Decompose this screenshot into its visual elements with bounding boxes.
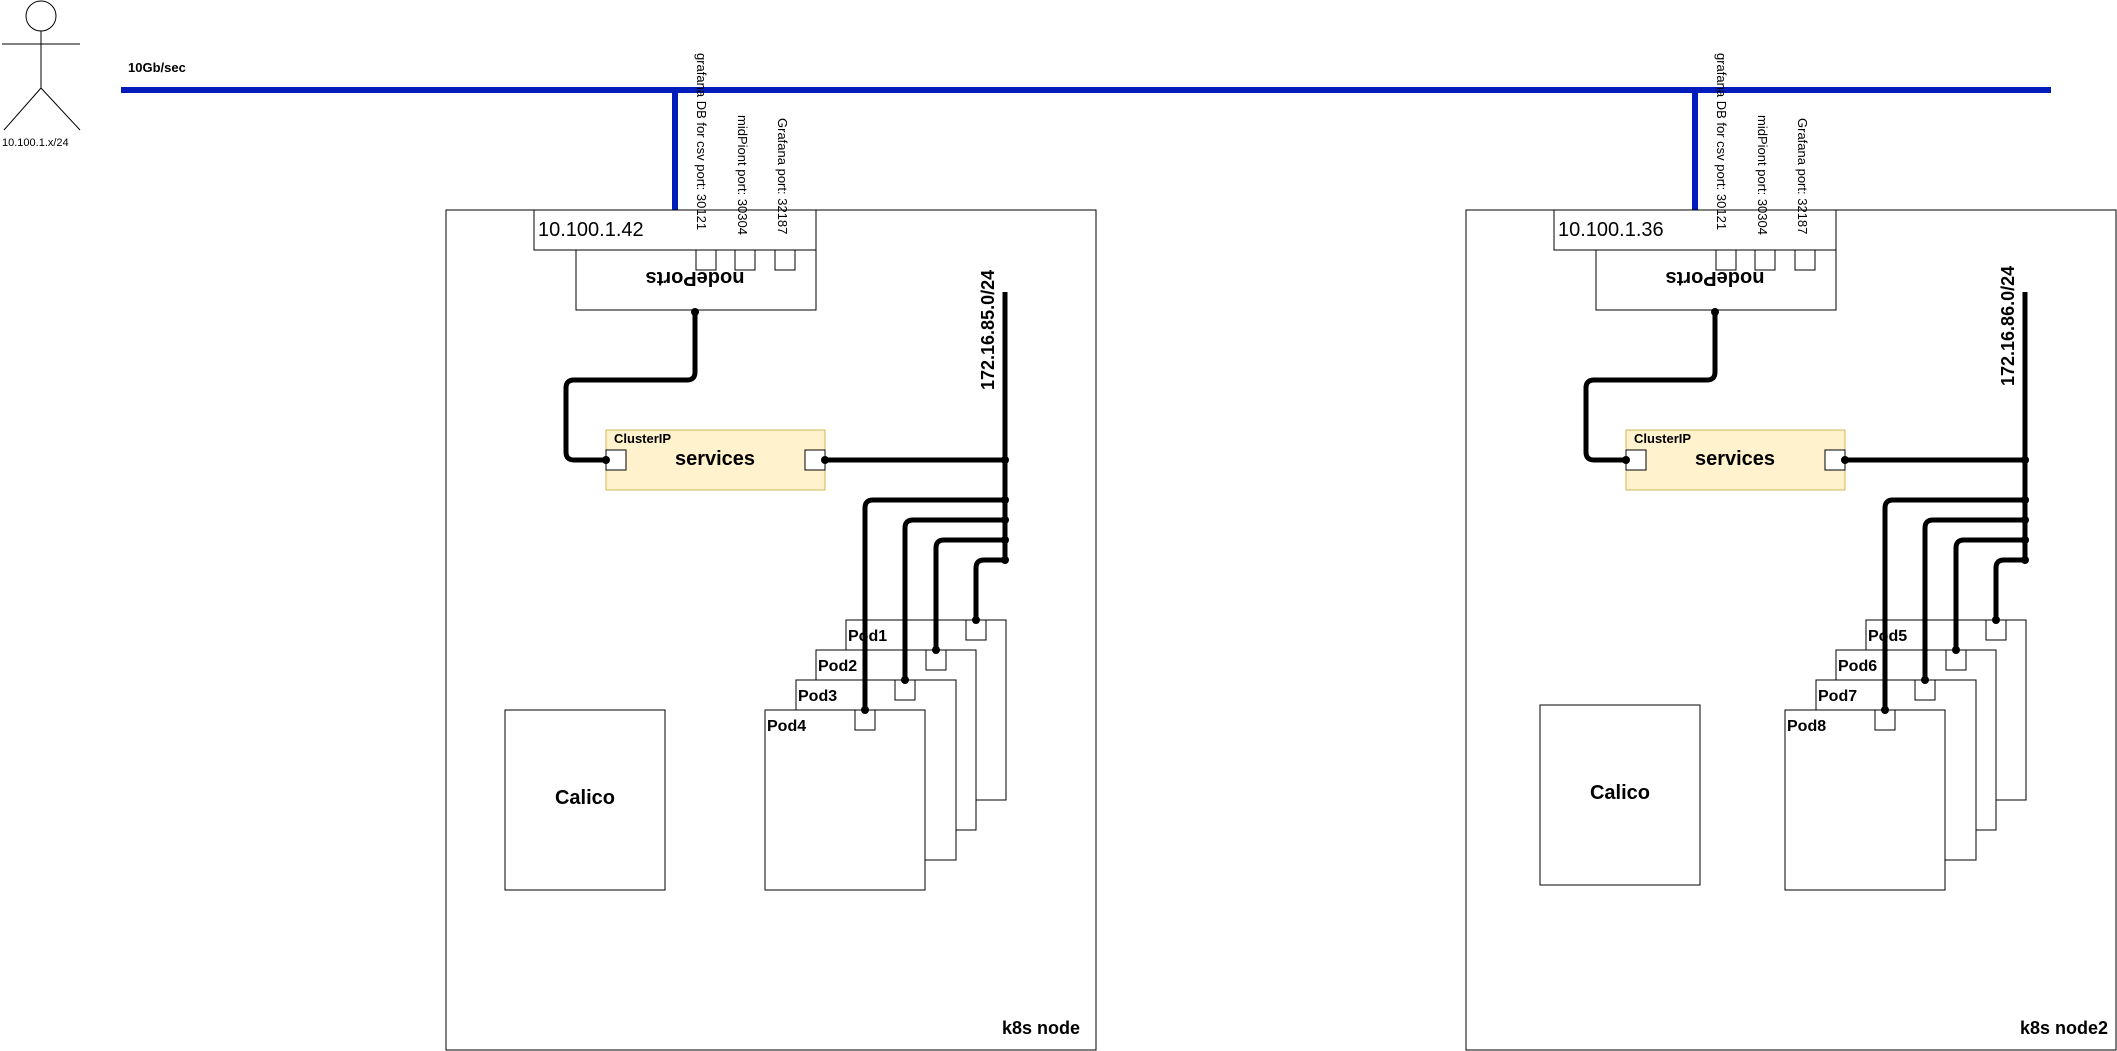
node-2-pod-3-label: Pod7	[1818, 688, 1857, 705]
k8s-node-2: k8s node2 nodePorts 10.100.1.36 grafana …	[1465, 53, 2117, 1051]
node-1-port-30304	[734, 249, 756, 271]
node-1-port-label-3: Grafana port: 32187	[775, 118, 790, 234]
node-2-nodeport-link	[1583, 312, 1718, 463]
node-2-nodeports-label: nodePorts	[1666, 267, 1765, 289]
node-2-pod-4-label: Pod8	[1787, 718, 1826, 735]
node-2-port-label-1: grafana DB for csv port: 30121	[1714, 53, 1729, 230]
node-2-clusterip-label: ClusterIP	[1634, 431, 1691, 446]
node-2-port-30121	[1715, 249, 1737, 271]
node-1-pod-2-label: Pod2	[818, 658, 857, 675]
node-2-services-label: services	[1695, 448, 1775, 470]
node-2-name: k8s node2	[2020, 1018, 2108, 1038]
node-1-calico-box	[504, 709, 666, 891]
node-1-pod-links	[862, 497, 1005, 710]
node-1-port-30121	[695, 249, 717, 271]
node-1-pod-1-label: Pod1	[848, 628, 887, 645]
node-2-port-32187	[1794, 249, 1816, 271]
node-1-ip: 10.100.1.42	[538, 219, 644, 241]
network-label: 10Gb/sec	[128, 60, 186, 75]
node-1-port-32187	[774, 249, 796, 271]
node-1-subnet: 172.16.85.0/24	[978, 270, 998, 390]
node-2-ip-box	[1553, 209, 1837, 251]
node-2-calico-label: Calico	[1590, 782, 1650, 804]
node-1-pods: Pod1 Pod2 Pod3 Pod4	[764, 619, 1007, 891]
node-1-port-label-2: midPiont port: 30304	[735, 115, 750, 235]
node-1-nodeports-label: nodePorts	[646, 267, 745, 289]
node-1-pod-3-label: Pod3	[798, 688, 837, 705]
node-2-pods: Pod5 Pod6 Pod7 Pod8	[1784, 619, 2027, 891]
node-2-subnet: 172.16.86.0/24	[1998, 266, 2018, 386]
user-actor-icon	[2, 0, 81, 131]
node-2-pod-2-label: Pod6	[1838, 658, 1877, 675]
node-2-ip: 10.100.1.36	[1558, 219, 1664, 241]
node-2-services-box	[1625, 429, 1846, 491]
node-1-nodeport-link	[563, 312, 698, 463]
node-2-pod-links	[1882, 497, 2025, 710]
node-1-pod-4-label: Pod4	[767, 718, 806, 735]
node-2-port-label-3: Grafana port: 32187	[1795, 118, 1810, 234]
node-2-calico-box	[1539, 704, 1701, 886]
node-1-calico-label: Calico	[555, 787, 615, 809]
node-1-name: k8s node	[1002, 1018, 1080, 1038]
node-2-port-label-2: midPiont port: 30304	[1755, 115, 1770, 235]
node-1-services-label: services	[675, 448, 755, 470]
node-2-port-30304	[1754, 249, 1776, 271]
user-label: 10.100.1.x/24	[2, 137, 69, 149]
k8s-node-1: k8s node nodePorts 10.100.1.42 grafana D…	[445, 53, 1097, 1051]
node-1-port-label-1: grafana DB for csv port: 30121	[694, 53, 709, 230]
node-1-clusterip-label: ClusterIP	[614, 431, 671, 446]
node-2-pod-1-label: Pod5	[1868, 628, 1907, 645]
node-1-ip-box	[533, 209, 817, 251]
